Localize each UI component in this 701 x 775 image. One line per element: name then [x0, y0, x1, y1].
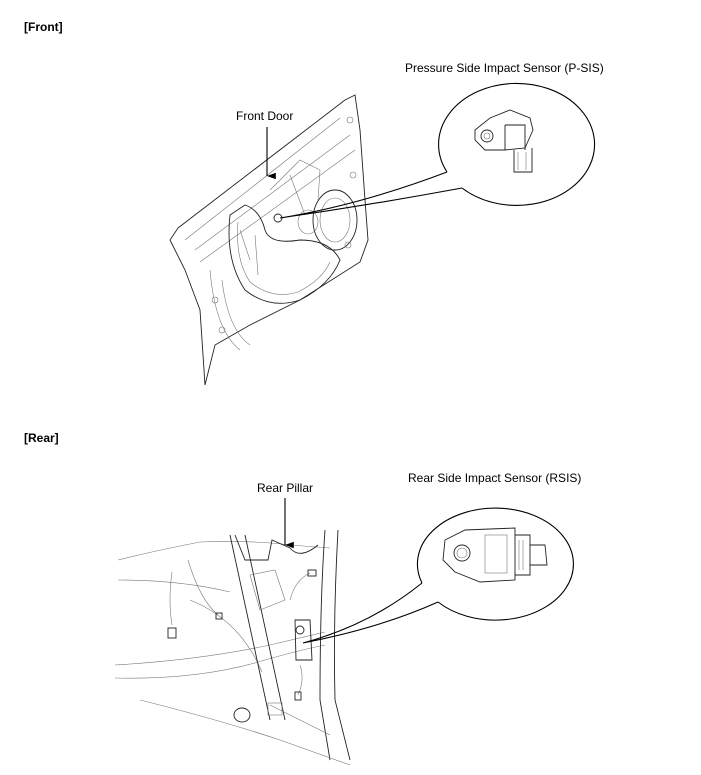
front-section-heading: [Front]: [24, 20, 63, 34]
front-door-illustration: [169, 94, 369, 386]
rear-pillar-illustration: [114, 529, 351, 766]
psis-callout: [279, 82, 596, 219]
front-door-label: Front Door: [236, 109, 294, 123]
psis-label: Pressure Side Impact Sensor (P-SIS): [405, 61, 604, 75]
rsis-label: Rear Side Impact Sensor (RSIS): [408, 471, 582, 485]
rear-section-heading: [Rear]: [24, 431, 59, 445]
rsis-sensor-icon: [442, 527, 548, 583]
rsis-callout: [302, 507, 574, 644]
psis-sensor-icon: [474, 109, 534, 173]
rear-pillar-label: Rear Pillar: [257, 481, 314, 495]
